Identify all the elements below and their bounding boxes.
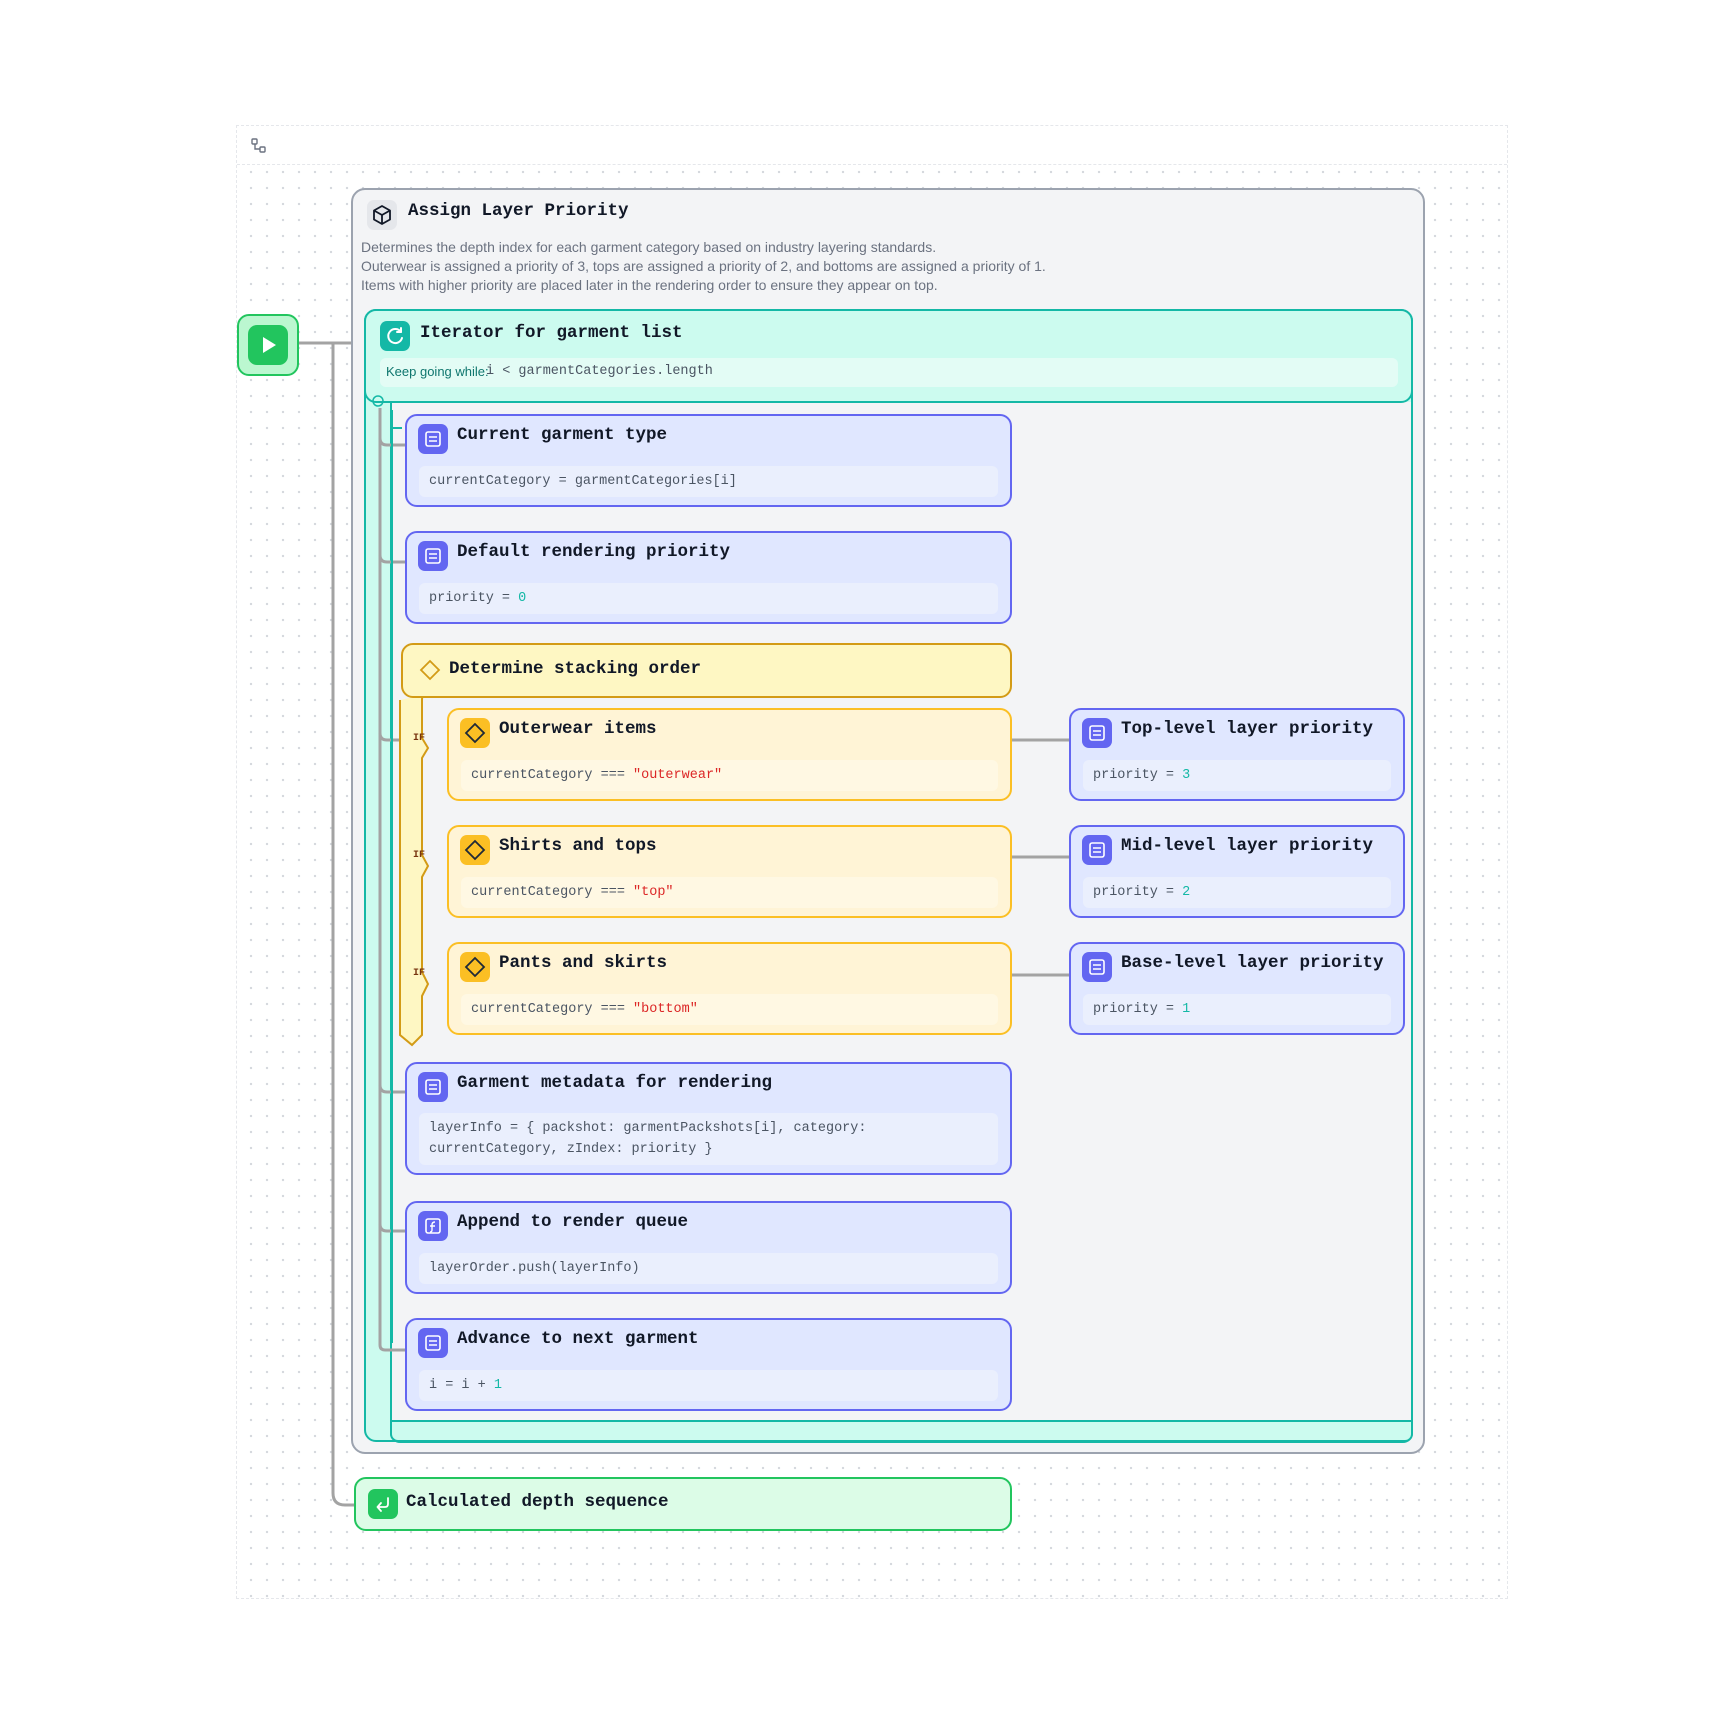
loop-condition-label: Keep going while: bbox=[386, 364, 489, 379]
code-text: priority = bbox=[429, 591, 519, 606]
loop-condition: Keep going while: i < garmentCategories.… bbox=[380, 358, 1398, 387]
diamond-icon bbox=[419, 659, 441, 681]
diamond-icon bbox=[460, 952, 490, 982]
variable-icon bbox=[418, 1328, 448, 1358]
function-icon bbox=[418, 1211, 448, 1241]
variable-icon bbox=[418, 424, 448, 454]
step-append-to-render-queue[interactable]: Append to render queue layerOrder.push(l… bbox=[405, 1201, 1012, 1294]
return-icon bbox=[368, 1489, 398, 1519]
step-code: i = i + 1 bbox=[419, 1370, 998, 1401]
step-top-level-layer-priority[interactable]: Top-level layer priority priority = 3 bbox=[1069, 708, 1405, 801]
switch-title: Determine stacking order bbox=[449, 659, 702, 679]
branch-pants-and-skirts[interactable]: Pants and skirts currentCategory === "bo… bbox=[447, 942, 1012, 1035]
result-calculated-depth-sequence[interactable]: Calculated depth sequence bbox=[354, 1477, 1012, 1531]
play-icon bbox=[248, 325, 288, 365]
step-code: priority = 1 bbox=[1083, 994, 1391, 1025]
code-line: layerInfo = { packshot: garmentPackshots… bbox=[429, 1121, 867, 1136]
step-title: Default rendering priority bbox=[457, 542, 731, 562]
step-title: Current garment type bbox=[457, 425, 668, 445]
step-code: priority = 2 bbox=[1083, 877, 1391, 908]
diamond-icon bbox=[460, 835, 490, 865]
group-title: Assign Layer Priority bbox=[408, 201, 629, 221]
result-title: Calculated depth sequence bbox=[406, 1492, 669, 1512]
code-number: 0 bbox=[518, 591, 527, 606]
branch-title: Pants and skirts bbox=[499, 953, 668, 973]
step-code: currentCategory = garmentCategories[i] bbox=[419, 466, 998, 497]
variable-icon bbox=[1082, 952, 1112, 982]
branch-title: Shirts and tops bbox=[499, 836, 657, 856]
canvas-toolbar bbox=[237, 126, 1507, 165]
code-string: "outerwear" bbox=[633, 768, 723, 783]
step-title: Append to render queue bbox=[457, 1212, 689, 1232]
loop-header[interactable] bbox=[364, 309, 1413, 403]
code-text: priority = bbox=[1093, 885, 1183, 900]
cube-icon bbox=[367, 200, 397, 230]
branch-shirts-and-tops[interactable]: Shirts and tops currentCategory === "top… bbox=[447, 825, 1012, 918]
branch-label: IF bbox=[413, 850, 426, 861]
step-title: Base-level layer priority bbox=[1121, 953, 1384, 973]
step-code: priority = 3 bbox=[1083, 760, 1391, 791]
code-text: priority = bbox=[1093, 768, 1183, 783]
step-garment-metadata[interactable]: Garment metadata for rendering layerInfo… bbox=[405, 1062, 1012, 1175]
loop-footer bbox=[390, 1420, 1413, 1442]
code-text: currentCategory === bbox=[471, 1002, 634, 1017]
switch-determine-stacking-order[interactable]: Determine stacking order bbox=[401, 643, 1012, 698]
step-current-garment-type[interactable]: Current garment type currentCategory = g… bbox=[405, 414, 1012, 507]
branch-label: IF bbox=[413, 733, 426, 744]
code-number: 1 bbox=[1182, 1002, 1191, 1017]
branch-outerwear-items[interactable]: Outerwear items currentCategory === "out… bbox=[447, 708, 1012, 801]
branch-code: currentCategory === "top" bbox=[461, 877, 998, 908]
code-number: 1 bbox=[493, 1378, 502, 1393]
step-code: priority = 0 bbox=[419, 583, 998, 614]
code-text: priority = bbox=[1093, 1002, 1183, 1017]
code-line: currentCategory, zIndex: priority } bbox=[429, 1142, 713, 1157]
step-advance-to-next-garment[interactable]: Advance to next garment i = i + 1 bbox=[405, 1318, 1012, 1411]
description-line: Determines the depth index for each garm… bbox=[361, 239, 937, 255]
step-title: Garment metadata for rendering bbox=[457, 1073, 773, 1093]
step-title: Mid-level layer priority bbox=[1121, 836, 1374, 856]
code-string: "top" bbox=[633, 885, 674, 900]
step-code: layerInfo = { packshot: garmentPackshots… bbox=[419, 1113, 998, 1165]
branch-code: currentCategory === "outerwear" bbox=[461, 760, 998, 791]
group-description: Determines the depth index for each garm… bbox=[361, 238, 1046, 295]
code-text: i = i + bbox=[429, 1378, 494, 1393]
step-mid-level-layer-priority[interactable]: Mid-level layer priority priority = 2 bbox=[1069, 825, 1405, 918]
step-base-level-layer-priority[interactable]: Base-level layer priority priority = 1 bbox=[1069, 942, 1405, 1035]
loop-title: Iterator for garment list bbox=[420, 323, 683, 343]
switch-rail bbox=[399, 693, 430, 1047]
step-title: Advance to next garment bbox=[457, 1329, 699, 1349]
variable-icon bbox=[1082, 718, 1112, 748]
loop-icon bbox=[380, 321, 410, 351]
flow-icon[interactable] bbox=[251, 138, 267, 154]
step-title: Top-level layer priority bbox=[1121, 719, 1374, 739]
step-code: layerOrder.push(layerInfo) bbox=[419, 1253, 998, 1284]
variable-icon bbox=[418, 541, 448, 571]
variable-icon bbox=[1082, 835, 1112, 865]
branch-label: IF bbox=[413, 968, 426, 979]
code-string: "bottom" bbox=[633, 1002, 698, 1017]
description-line: Items with higher priority are placed la… bbox=[361, 277, 938, 293]
description-line: Outerwear is assigned a priority of 3, t… bbox=[361, 258, 1046, 274]
code-number: 3 bbox=[1182, 768, 1191, 783]
start-node[interactable] bbox=[237, 314, 299, 376]
code-text: currentCategory === bbox=[471, 885, 634, 900]
step-default-rendering-priority[interactable]: Default rendering priority priority = 0 bbox=[405, 531, 1012, 624]
diamond-icon bbox=[460, 718, 490, 748]
code-text: currentCategory === bbox=[471, 768, 634, 783]
loop-condition-expression: i < garmentCategories.length bbox=[486, 364, 713, 379]
branch-code: currentCategory === "bottom" bbox=[461, 994, 998, 1025]
branch-title: Outerwear items bbox=[499, 719, 657, 739]
code-number: 2 bbox=[1182, 885, 1191, 900]
variable-icon bbox=[418, 1072, 448, 1102]
